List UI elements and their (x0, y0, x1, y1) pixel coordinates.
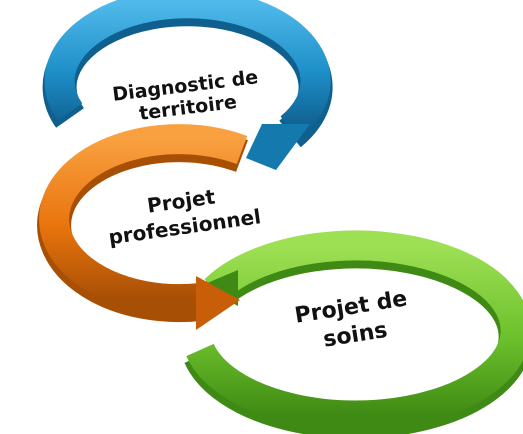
ring-diagnostic-arc (44, 0, 331, 140)
ring-diagnostic (42, 0, 333, 170)
label-projet-soins: Projet de soins (293, 286, 409, 352)
ring-projet-pro (37, 124, 248, 330)
ring-projet-pro-arc (39, 124, 248, 315)
ring-projet-soins-arc-face (186, 230, 523, 431)
label-diagnostic: Diagnostic de territoire (111, 66, 259, 125)
ring-projet-pro-arrowhead (196, 276, 240, 330)
ring-diagnostic-arrowhead (246, 124, 310, 170)
label-projet-pro: Projet professionnel (107, 184, 262, 249)
